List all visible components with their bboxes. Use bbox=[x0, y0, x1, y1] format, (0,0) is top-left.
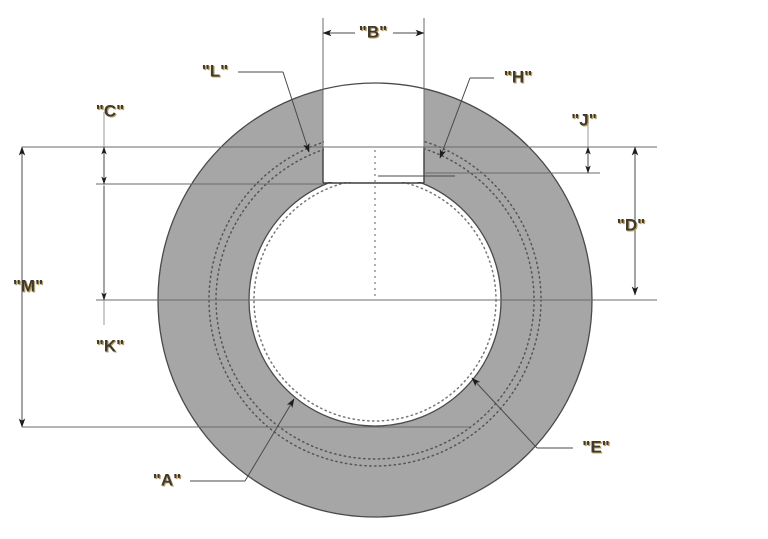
dim-d-label: "D" bbox=[617, 215, 645, 234]
dimension-M: "M" "M" bbox=[13, 146, 44, 428]
leader-L: "L" "L" bbox=[202, 61, 310, 153]
dim-m-label: "M" bbox=[13, 276, 43, 295]
witness-lines bbox=[22, 18, 657, 428]
leader-l-label-shadow: "L" bbox=[203, 63, 230, 82]
dim-d-label-shadow: "D" bbox=[618, 217, 646, 236]
dim-m-label-shadow: "M" bbox=[14, 278, 44, 297]
dim-k-label: "K" bbox=[96, 336, 124, 355]
leader-H: "H" "H" bbox=[439, 67, 533, 159]
leader-A: "A" "A" bbox=[153, 398, 295, 491]
dim-j-label-shadow: "J" bbox=[572, 112, 598, 131]
leader-a-label: "A" bbox=[153, 470, 181, 489]
leader-h-label: "H" bbox=[504, 67, 532, 86]
dim-j-label: "J" bbox=[571, 110, 597, 129]
leader-a-pointer bbox=[244, 398, 295, 482]
leader-h-pointer bbox=[439, 77, 471, 159]
leader-l-pointer bbox=[282, 71, 310, 153]
dim-k-label-shadow: "K" bbox=[97, 338, 125, 357]
dim-b-label: "B" bbox=[359, 22, 387, 41]
keyway-slot bbox=[322, 147, 425, 184]
dimension-D: "D" "D" bbox=[617, 146, 646, 296]
leader-a-label-shadow: "A" bbox=[154, 472, 182, 491]
dimension-K: "K" "K" bbox=[96, 184, 125, 357]
dim-b-label-shadow: "B" bbox=[360, 24, 388, 43]
dimension-B: "B" "B" bbox=[322, 22, 425, 43]
dim-c-label-shadow: "C" bbox=[97, 103, 125, 122]
leader-h-label-shadow: "H" bbox=[505, 69, 533, 88]
dimension-C: "C" "C" bbox=[96, 101, 125, 185]
leader-e-label-shadow: "E" bbox=[583, 439, 610, 458]
leader-e-label: "E" bbox=[582, 437, 609, 456]
leader-e-pointer bbox=[471, 377, 538, 449]
dimension-J: "J" "J" bbox=[571, 110, 598, 174]
leader-E: "E" "E" bbox=[471, 377, 611, 458]
dim-c-label: "C" bbox=[96, 101, 124, 120]
leader-l-label: "L" bbox=[202, 61, 229, 80]
